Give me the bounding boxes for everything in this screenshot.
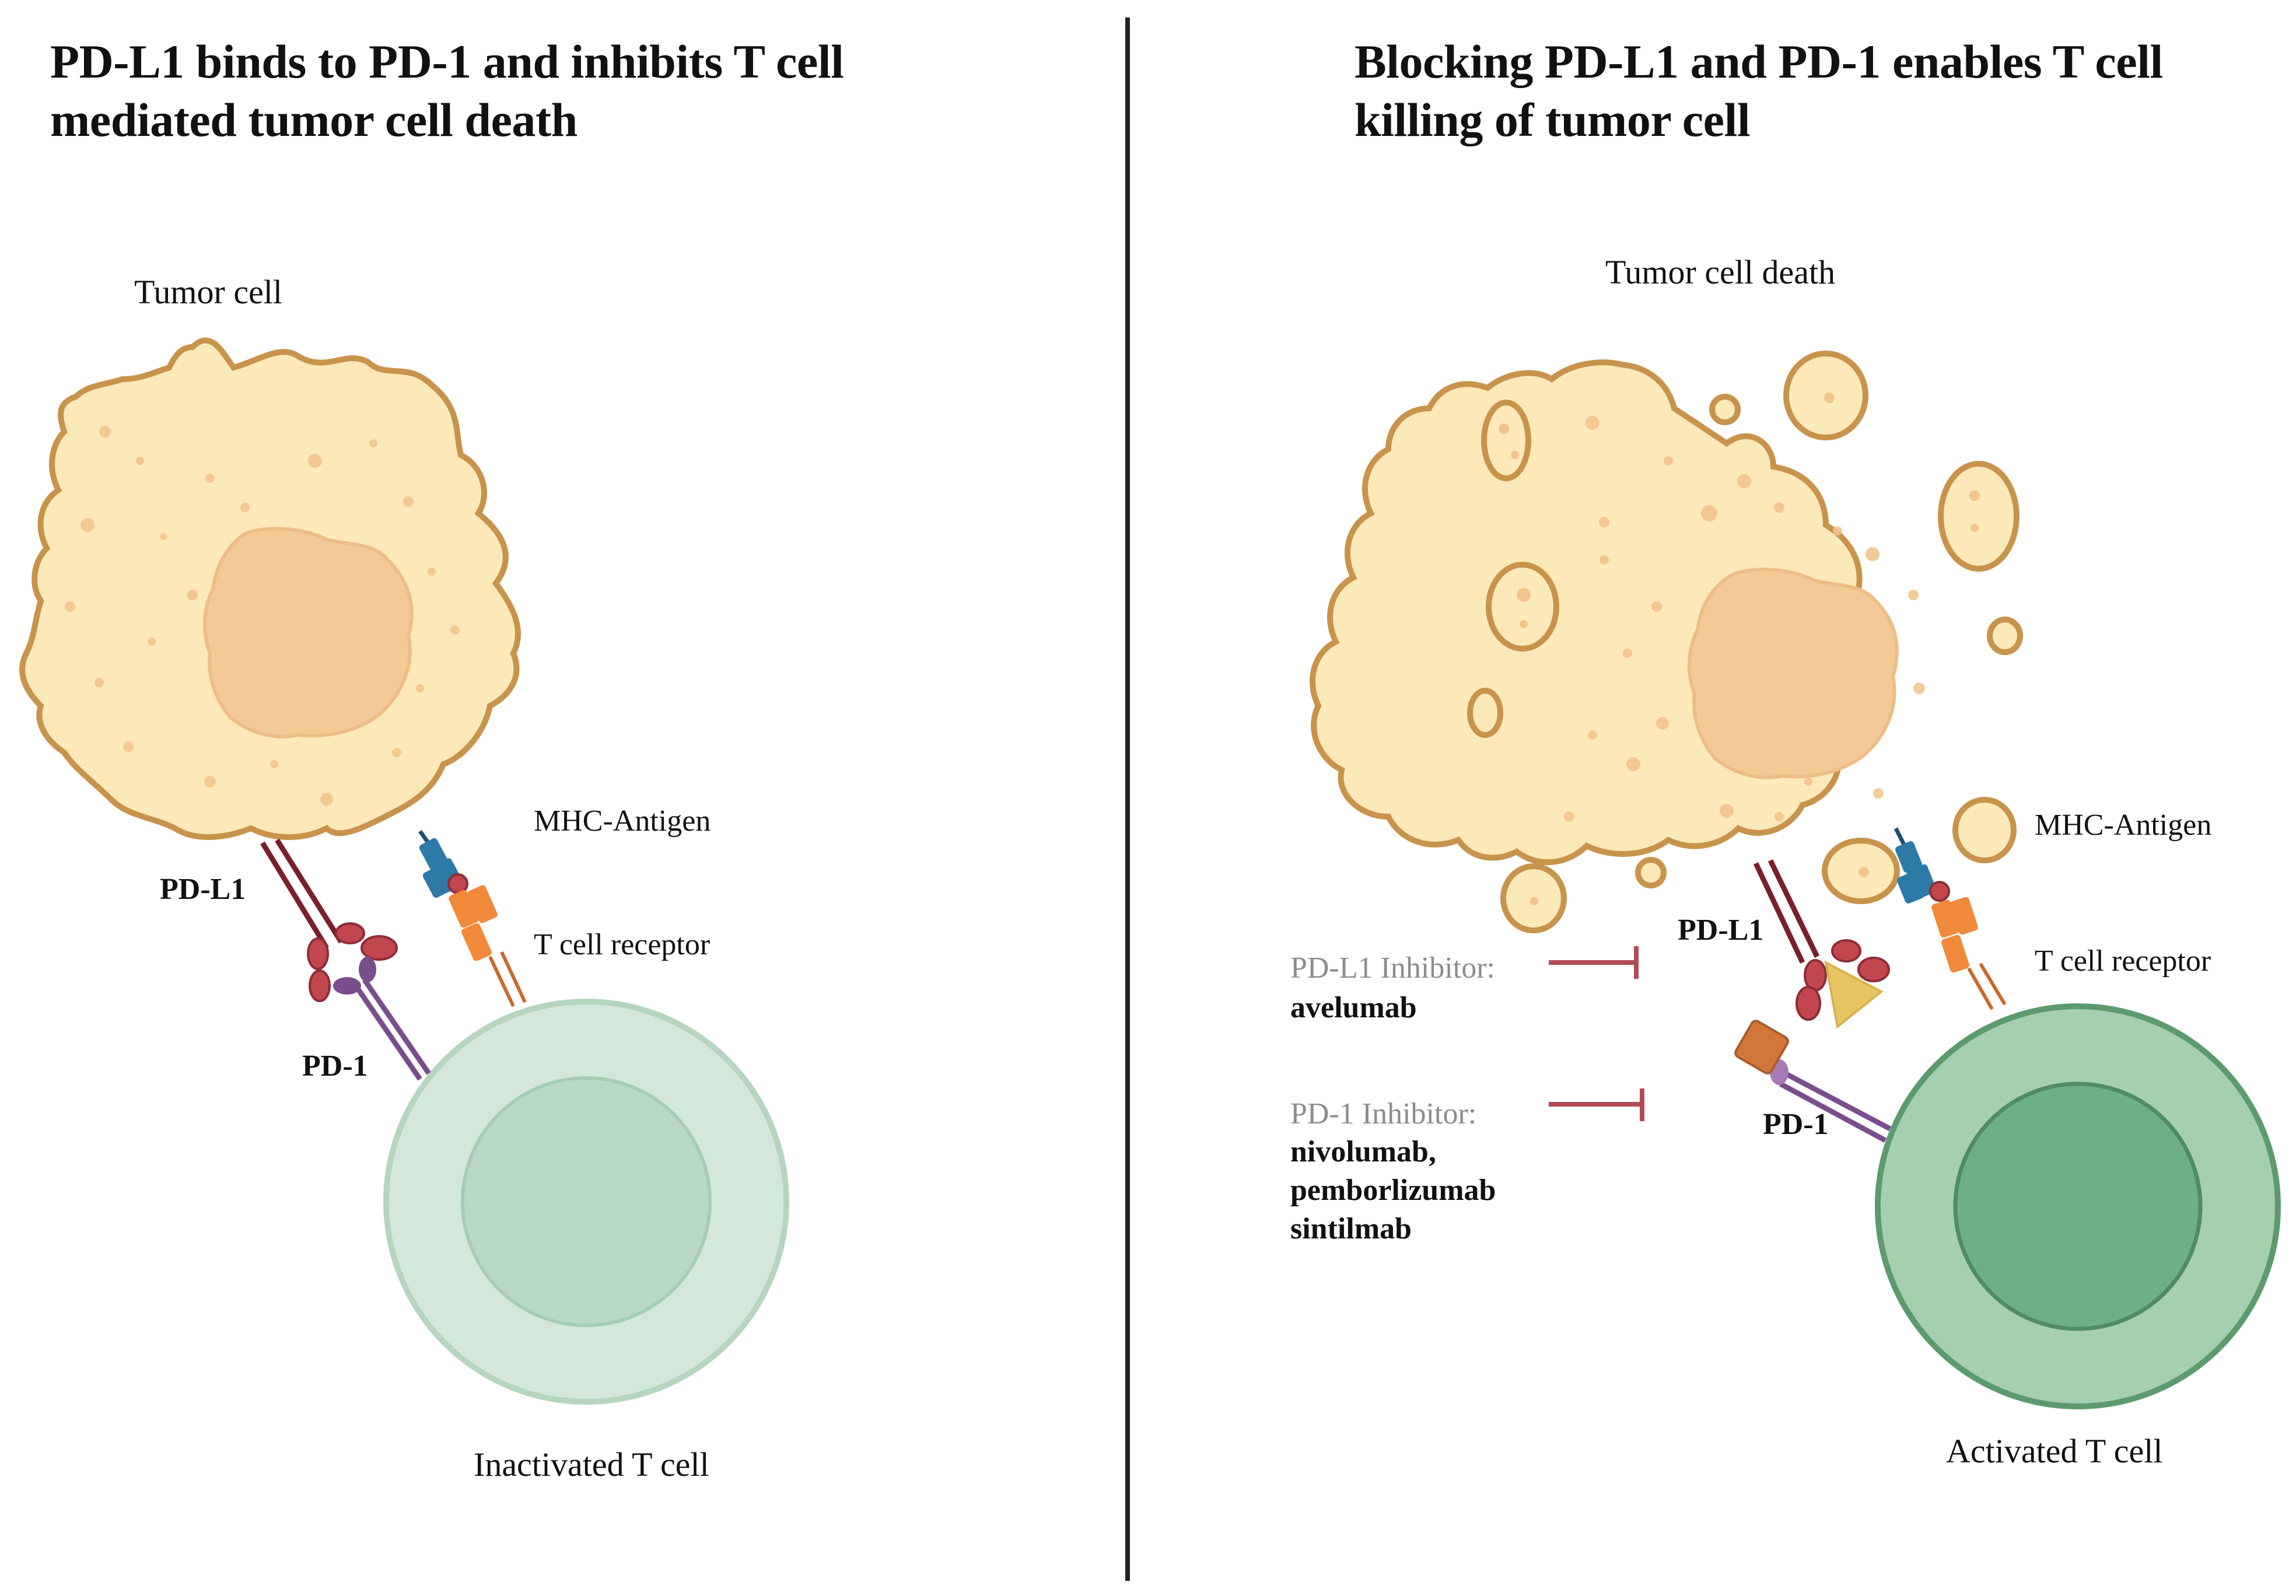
right-title-line1: Blocking PD-L1 and PD-1 enables T cell	[1354, 35, 2163, 88]
pd1-inhibitor-drug: nivolumab,	[1290, 1135, 1436, 1168]
left-tumor-granules	[65, 426, 460, 806]
left-pdl1-label: PD-L1	[160, 873, 246, 906]
right-pdl1-label: PD-L1	[1678, 914, 1764, 947]
pd1-inhibitor-drug-list: nivolumab, pemborlizumab sintilmab	[1290, 1133, 1496, 1248]
right-panel-title: Blocking PD-L1 and PD-1 enables T cell k…	[1354, 33, 2288, 149]
left-t-cell-nucleus	[461, 1076, 712, 1327]
left-tumor-nucleus	[203, 527, 414, 738]
pd1-inhibitor-heading: PD-1 Inhibitor:	[1290, 1097, 1477, 1130]
left-inactivated-t-cell	[383, 999, 789, 1405]
right-body-spots	[1499, 393, 1980, 905]
pdl1-inhibitor-arrow	[1549, 946, 1639, 979]
left-panel-title: PD-L1 binds to PD-1 and inhibits T cell …	[50, 33, 1042, 149]
right-tumor-granules	[1564, 416, 1925, 822]
right-pdl1-receptor	[1753, 859, 1890, 1021]
left-t-cell-label: Inactivated T cell	[474, 1446, 709, 1483]
right-tumor-nucleus	[1688, 568, 1899, 779]
left-pd1-label: PD-1	[302, 1049, 368, 1083]
right-tumor-cell-death	[1310, 351, 2023, 933]
right-title-line2: killing of tumor cell	[1354, 93, 1751, 146]
right-antigen	[1929, 881, 1950, 902]
pd1-inhibitor-drug: pemborlizumab	[1290, 1174, 1496, 1207]
right-t-cell-receptor	[1931, 897, 2007, 1010]
right-t-cell-label: Activated T cell	[1946, 1432, 2163, 1470]
right-tumor-cell-death-label: Tumor cell death	[1605, 253, 1836, 291]
left-mhc-antigen-label: MHC-Antigen	[534, 804, 711, 838]
pd1-inhibitor-drug: sintilmab	[1290, 1212, 1412, 1245]
right-pd1-label: PD-1	[1763, 1108, 1829, 1141]
pd1-antibody	[1734, 1020, 1789, 1074]
right-mhc-antigen	[1894, 827, 1950, 904]
right-tcr-label: T cell receptor	[2035, 944, 2211, 978]
left-pdl1-receptor	[260, 838, 398, 1002]
right-activated-t-cell	[1875, 1003, 2281, 1409]
left-tumor-cell-label: Tumor cell	[134, 273, 283, 311]
left-pd1-receptor	[333, 957, 431, 1081]
left-tcr-label: T cell receptor	[534, 928, 710, 961]
left-title-line2: mediated tumor cell death	[50, 93, 578, 146]
pdl1-inhibitor-drug: avelumab	[1290, 991, 1417, 1024]
avelumab-antibody	[1824, 960, 1884, 1029]
left-mhc-antigen	[418, 830, 468, 898]
right-mhc-antigen-label: MHC-Antigen	[2035, 808, 2212, 842]
left-title-line1: PD-L1 binds to PD-1 and inhibits T cell	[50, 35, 844, 88]
pdl1-inhibitor-heading: PD-L1 Inhibitor:	[1290, 951, 1495, 985]
right-t-cell-nucleus	[1953, 1082, 2203, 1331]
left-t-cell-receptor	[449, 885, 527, 1007]
left-tumor-cell	[19, 337, 521, 840]
pd1-inhibitor-arrow	[1549, 1088, 1644, 1121]
